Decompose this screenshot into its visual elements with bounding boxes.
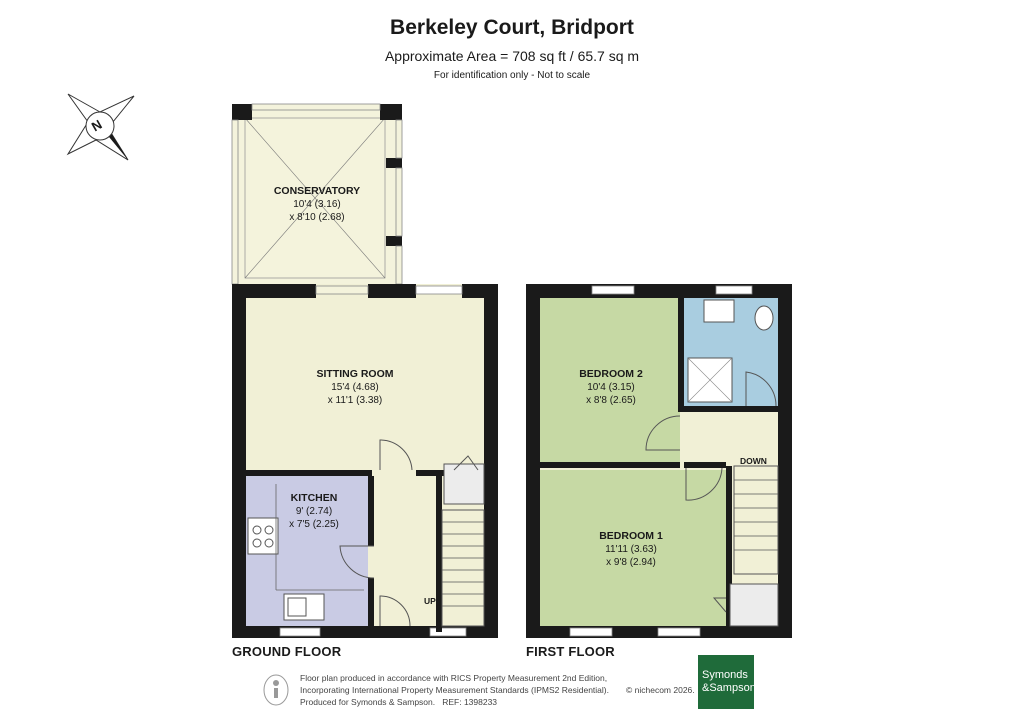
toilet-icon: [754, 305, 774, 331]
bedroom1-fill: [540, 470, 726, 626]
ground-floor-label: GROUND FLOOR: [232, 644, 342, 659]
footer-ref: REF: 1398233: [442, 697, 498, 707]
room-name: KITCHEN: [290, 492, 338, 504]
agent-logo: Symonds &Sampson: [698, 655, 756, 709]
footer-line: Incorporating International Property Mea…: [300, 685, 609, 695]
stairs-down-label: DOWN: [740, 456, 767, 466]
room-dimension: 15'4 (4.68): [331, 382, 379, 393]
footer-line: Produced for Symonds & Sampson. REF: 139…: [300, 697, 498, 707]
hob-icon: [247, 517, 279, 555]
logo-line: Symonds: [702, 669, 748, 681]
footer-text: Floor plan produced in accordance with R…: [300, 672, 660, 708]
footer-copyright: © nichecom 2026.: [626, 685, 695, 695]
room-kitchen: KITCHEN 9' (2.74) x 7'5 (2.25): [274, 492, 354, 531]
stairs-up-label: UP: [424, 596, 436, 606]
room-name: BEDROOM 1: [599, 530, 663, 542]
room-bedroom-2: BEDROOM 2 10'4 (3.15) x 8'8 (2.65): [556, 368, 666, 407]
room-bedroom-1: BEDROOM 1 11'11 (3.63) x 9'8 (2.94): [576, 530, 686, 569]
footer-line: Floor plan produced in accordance with R…: [300, 673, 608, 683]
room-dimension: 9' (2.74): [295, 506, 333, 517]
room-dimension: x 9'8 (2.94): [606, 557, 656, 568]
plan-note: For identification only - Not to scale: [433, 70, 591, 81]
room-dimension: x 11'1 (3.38): [327, 395, 383, 406]
plan-area: Approximate Area = 708 sq ft / 65.7 sq m: [384, 48, 640, 64]
room-dimension: x 8'8 (2.65): [586, 395, 636, 406]
logo-line: &Sampson: [702, 682, 756, 694]
room-name: SITTING ROOM: [316, 368, 394, 380]
room-conservatory: CONSERVATORY 10'4 (3.16) x 8'10 (2.68): [262, 185, 372, 224]
ground-stairs: [441, 509, 485, 627]
conservatory-fill: [232, 104, 402, 284]
plan-title: Berkeley Court, Bridport: [390, 16, 634, 39]
first-floor-label: FIRST FLOOR: [526, 644, 615, 659]
room-name: CONSERVATORY: [273, 185, 361, 197]
room-dimension: 10'4 (3.16): [293, 199, 341, 210]
room-dimension: 10'4 (3.15): [587, 382, 635, 393]
room-dimension: 11'11 (3.63): [605, 544, 657, 555]
bedroom2-fill: [540, 298, 680, 464]
room-sitting-room: SITTING ROOM 15'4 (4.68) x 11'1 (3.38): [300, 368, 410, 407]
compass-icon: [66, 93, 135, 161]
room-dimension: x 7'5 (2.25): [289, 519, 339, 530]
room-dimension: x 8'10 (2.68): [289, 212, 345, 223]
room-name: BEDROOM 2: [579, 368, 643, 380]
person-icon: [263, 674, 289, 706]
basin-icon: [703, 299, 735, 323]
first-stairs: [733, 465, 779, 575]
